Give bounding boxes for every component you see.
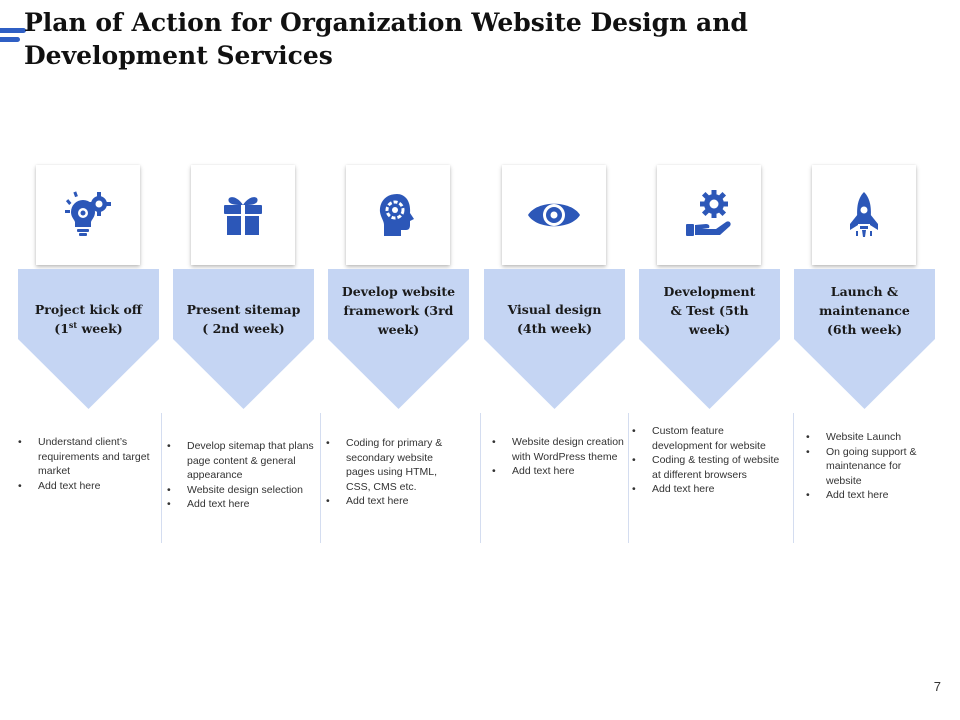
icon-card: [657, 165, 761, 265]
stage-week-prefix: (1: [54, 321, 69, 336]
step-column-6: Launch & maintenance (6th week) Website …: [793, 165, 935, 545]
icon-card: [36, 165, 140, 265]
bullet-list: Website Launch On going support & mainte…: [806, 430, 931, 503]
gear-bulb-icon: [65, 191, 111, 236]
stage-title: Present sitemap ( 2nd week): [186, 302, 301, 336]
stage-week-suffix: week): [77, 321, 123, 336]
stage-label: Present sitemap ( 2nd week): [177, 269, 310, 369]
eye-icon: [528, 203, 580, 227]
head-gear-icon: [379, 194, 414, 236]
bullet-list: Coding for primary & secondary website p…: [326, 436, 461, 509]
bullet-item: On going support & maintenance for websi…: [806, 445, 931, 489]
bullet-item: Coding & testing of website at different…: [632, 453, 786, 482]
step-column-2: Present sitemap ( 2nd week) Develop site…: [161, 165, 314, 545]
bullet-item: Add text here: [632, 482, 786, 497]
bullet-item: Website design creation with WordPress t…: [492, 435, 625, 464]
icon-card: [502, 165, 606, 265]
bullet-list: Understand client’s requirements and tar…: [18, 435, 159, 493]
step-column-1: Project kick off (1st week) Understand cl…: [18, 165, 159, 545]
bullet-list: Website design creation with WordPress t…: [492, 435, 625, 479]
bullet-item: Website design selection: [167, 483, 322, 498]
bullet-item: Add text here: [492, 464, 625, 479]
bullet-item: Website Launch: [806, 430, 931, 445]
bullet-item: Develop sitemap that plans page content …: [167, 439, 322, 483]
stage-week: (1st week): [54, 321, 122, 336]
bullet-list: Develop sitemap that plans page content …: [167, 439, 322, 512]
stage-title: Launch & maintenance (6th week): [819, 283, 910, 337]
stage-week-sup: st: [68, 319, 78, 330]
bullet-item: Add text here: [167, 497, 322, 512]
step-column-3: Develop website framework (3rd week) Cod…: [320, 165, 469, 545]
stage-title: Development & Test (5th week): [663, 283, 756, 337]
gift-icon: [224, 197, 262, 235]
stage-title: Develop website framework (3rd week): [341, 283, 456, 337]
divider-line: [161, 413, 162, 543]
stage-title: Project kick off: [34, 302, 143, 317]
stage-label: Project kick off (1st week): [22, 269, 155, 369]
bullet-item: Add text here: [326, 494, 461, 509]
hand-gear-icon: [686, 190, 731, 236]
icon-card: [812, 165, 916, 265]
bullet-item: Add text here: [806, 488, 931, 503]
bullet-item: Coding for primary & secondary website p…: [326, 436, 461, 494]
bullet-item: Understand client’s requirements and tar…: [18, 435, 159, 479]
bullet-item: Add text here: [18, 479, 159, 494]
bullet-list: Custom feature development for website C…: [632, 424, 786, 497]
stage-label: Develop website framework (3rd week): [332, 260, 465, 360]
stage-label: Launch & maintenance (6th week): [798, 260, 931, 360]
stage-label: Visual design (4th week): [488, 269, 621, 369]
accent-bar-bottom: [0, 37, 20, 42]
divider-line: [320, 413, 321, 543]
divider-line: [480, 413, 481, 543]
rocket-icon: [850, 192, 878, 237]
page-title: Plan of Action for Organization Website …: [24, 8, 748, 70]
divider-line: [628, 413, 629, 543]
page-number: 7: [933, 679, 941, 694]
stage-label: Development & Test (5th week): [643, 260, 776, 360]
stage-title: Visual design (4th week): [507, 302, 602, 336]
divider-line: [793, 413, 794, 543]
bullet-item: Custom feature development for website: [632, 424, 786, 453]
step-column-4: Visual design (4th week) Website design …: [480, 165, 625, 545]
step-column-5: Development & Test (5th week) Custom fea…: [628, 165, 780, 545]
icon-card: [191, 165, 295, 265]
icon-card: [346, 165, 450, 265]
accent-bar-top: [0, 28, 26, 33]
